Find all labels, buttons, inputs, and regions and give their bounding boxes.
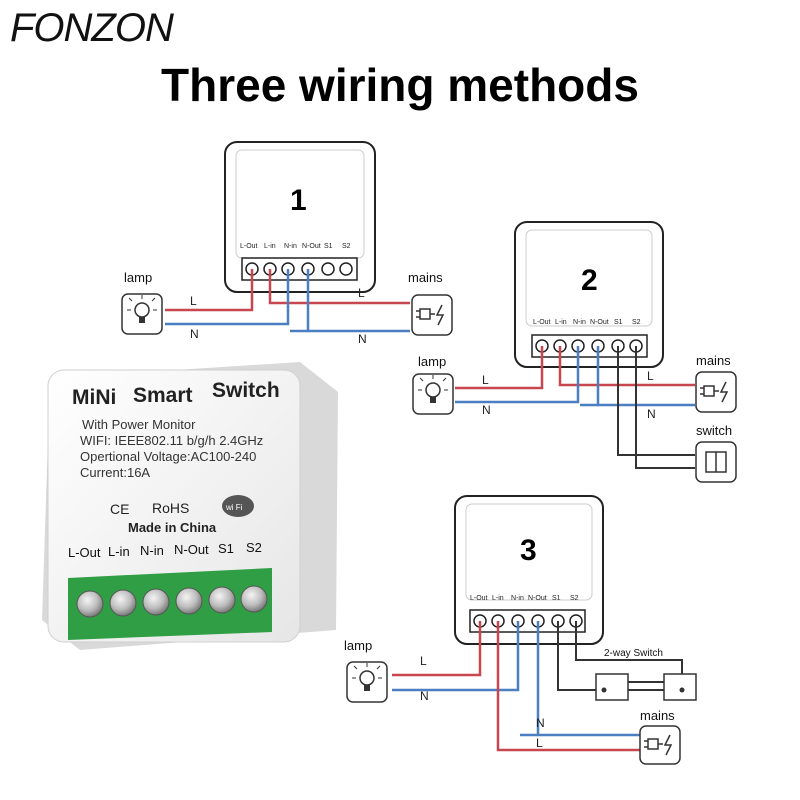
terminal-label: S2: [342, 243, 351, 250]
plug-icon: [695, 371, 737, 413]
terminal-label: S2: [632, 319, 641, 326]
terminal-label: S1: [324, 243, 333, 250]
switch-icon: [595, 673, 697, 701]
terminal-label: N-in: [140, 543, 164, 558]
brand-logo: FONZON: [10, 6, 174, 50]
lamp-icon: [121, 293, 163, 335]
wire-label: N: [358, 332, 367, 346]
mains-label: mains: [640, 708, 675, 723]
terminal-label: S1: [552, 595, 561, 602]
wire-label: L: [358, 286, 365, 300]
terminal-block: [68, 568, 272, 640]
wire-label: L: [420, 654, 427, 668]
rohs-mark: RoHS: [152, 500, 189, 516]
mains-label: mains: [408, 270, 443, 285]
diagram-number: 1: [290, 184, 307, 217]
product-terminal-labels: L-Out L-in N-in N-Out S1 S2: [68, 540, 262, 560]
terminal-label: L-in: [555, 319, 567, 326]
terminal-label: N-in: [284, 243, 297, 250]
terminal-label: N-Out: [174, 542, 209, 557]
lamp-icon: [346, 661, 388, 703]
wifi-badge: wi Fi: [225, 503, 243, 512]
terminal-labels: L-Out L-in N-in N-Out S1 S2: [240, 243, 351, 250]
terminal-label: S1: [614, 319, 623, 326]
switch-label: 2-way Switch: [604, 648, 663, 659]
wire-label: L: [536, 736, 543, 750]
terminal-label: N-Out: [302, 243, 321, 250]
spec-line: With Power Monitor: [82, 417, 196, 432]
plug-icon: [411, 294, 453, 336]
switch-label: switch: [696, 423, 732, 438]
ce-mark: CE: [110, 501, 129, 517]
wire-label: N: [420, 689, 429, 703]
lamp-label: lamp: [344, 638, 372, 653]
spec-line: Opertional Voltage:AC100-240: [80, 449, 256, 464]
terminal-label: L-Out: [533, 319, 551, 326]
wire-label: N: [647, 407, 656, 421]
wire-label: N: [536, 716, 545, 730]
wire-label: L: [482, 373, 489, 387]
wiring-diagram-2: 2 L-Out L-in N-in N-Out S1 S2 L N L N: [412, 221, 737, 483]
wire-label: N: [190, 327, 199, 341]
terminal-label: L-Out: [470, 595, 488, 602]
terminal-label: L-Out: [68, 545, 101, 560]
terminal-screws: [76, 585, 268, 618]
terminal-label: L-in: [264, 243, 276, 250]
lamp-label: lamp: [124, 270, 152, 285]
terminal-labels: L-Out L-in N-in N-Out S1 S2: [533, 319, 641, 326]
wire-label: L: [190, 294, 197, 308]
terminal-label: N-in: [573, 319, 586, 326]
terminal-label: N-in: [511, 595, 524, 602]
wire-label: N: [482, 403, 491, 417]
terminal-label: L-Out: [240, 243, 258, 250]
mains-label: mains: [696, 353, 731, 368]
terminal-label: S2: [570, 595, 579, 602]
lamp-icon: [412, 373, 454, 415]
terminal-label: S1: [218, 541, 234, 556]
product-title-smart: Smart: [133, 384, 193, 407]
product-title-switch: Switch: [212, 379, 280, 402]
terminal-labels: L-Out L-in N-in N-Out S1 S2: [470, 595, 579, 602]
diagram-number: 2: [581, 264, 598, 297]
plug-icon: [639, 725, 681, 765]
diagram-number: 3: [520, 534, 537, 567]
spec-line: Current:16A: [80, 465, 150, 480]
product-title-mini: MiNi: [72, 386, 116, 409]
page-title: Three wiring methods: [161, 59, 639, 111]
wifi-icon: wi Fi: [222, 495, 254, 517]
lamp-label: lamp: [418, 354, 446, 369]
product-device: MiNi Smart Switch With Power Monitor WIF…: [42, 362, 338, 650]
terminal-label: L-in: [492, 595, 504, 602]
wire-label: L: [647, 369, 654, 383]
terminal-label: N-Out: [590, 319, 609, 326]
terminal-label: L-in: [108, 544, 130, 559]
wiring-diagram-3: 3 L-Out L-in N-in N-Out S1 S2 L N: [344, 495, 697, 765]
terminal-label: N-Out: [528, 595, 547, 602]
spec-line: WIFI: IEEE802.11 b/g/h 2.4GHz: [80, 433, 263, 448]
made-in-label: Made in China: [128, 520, 217, 535]
switch-icon: [695, 441, 737, 483]
wiring-diagram-1: 1 L-Out L-in N-in N-Out S1 S2 L N L N: [121, 141, 453, 346]
terminal-label: S2: [246, 540, 262, 555]
